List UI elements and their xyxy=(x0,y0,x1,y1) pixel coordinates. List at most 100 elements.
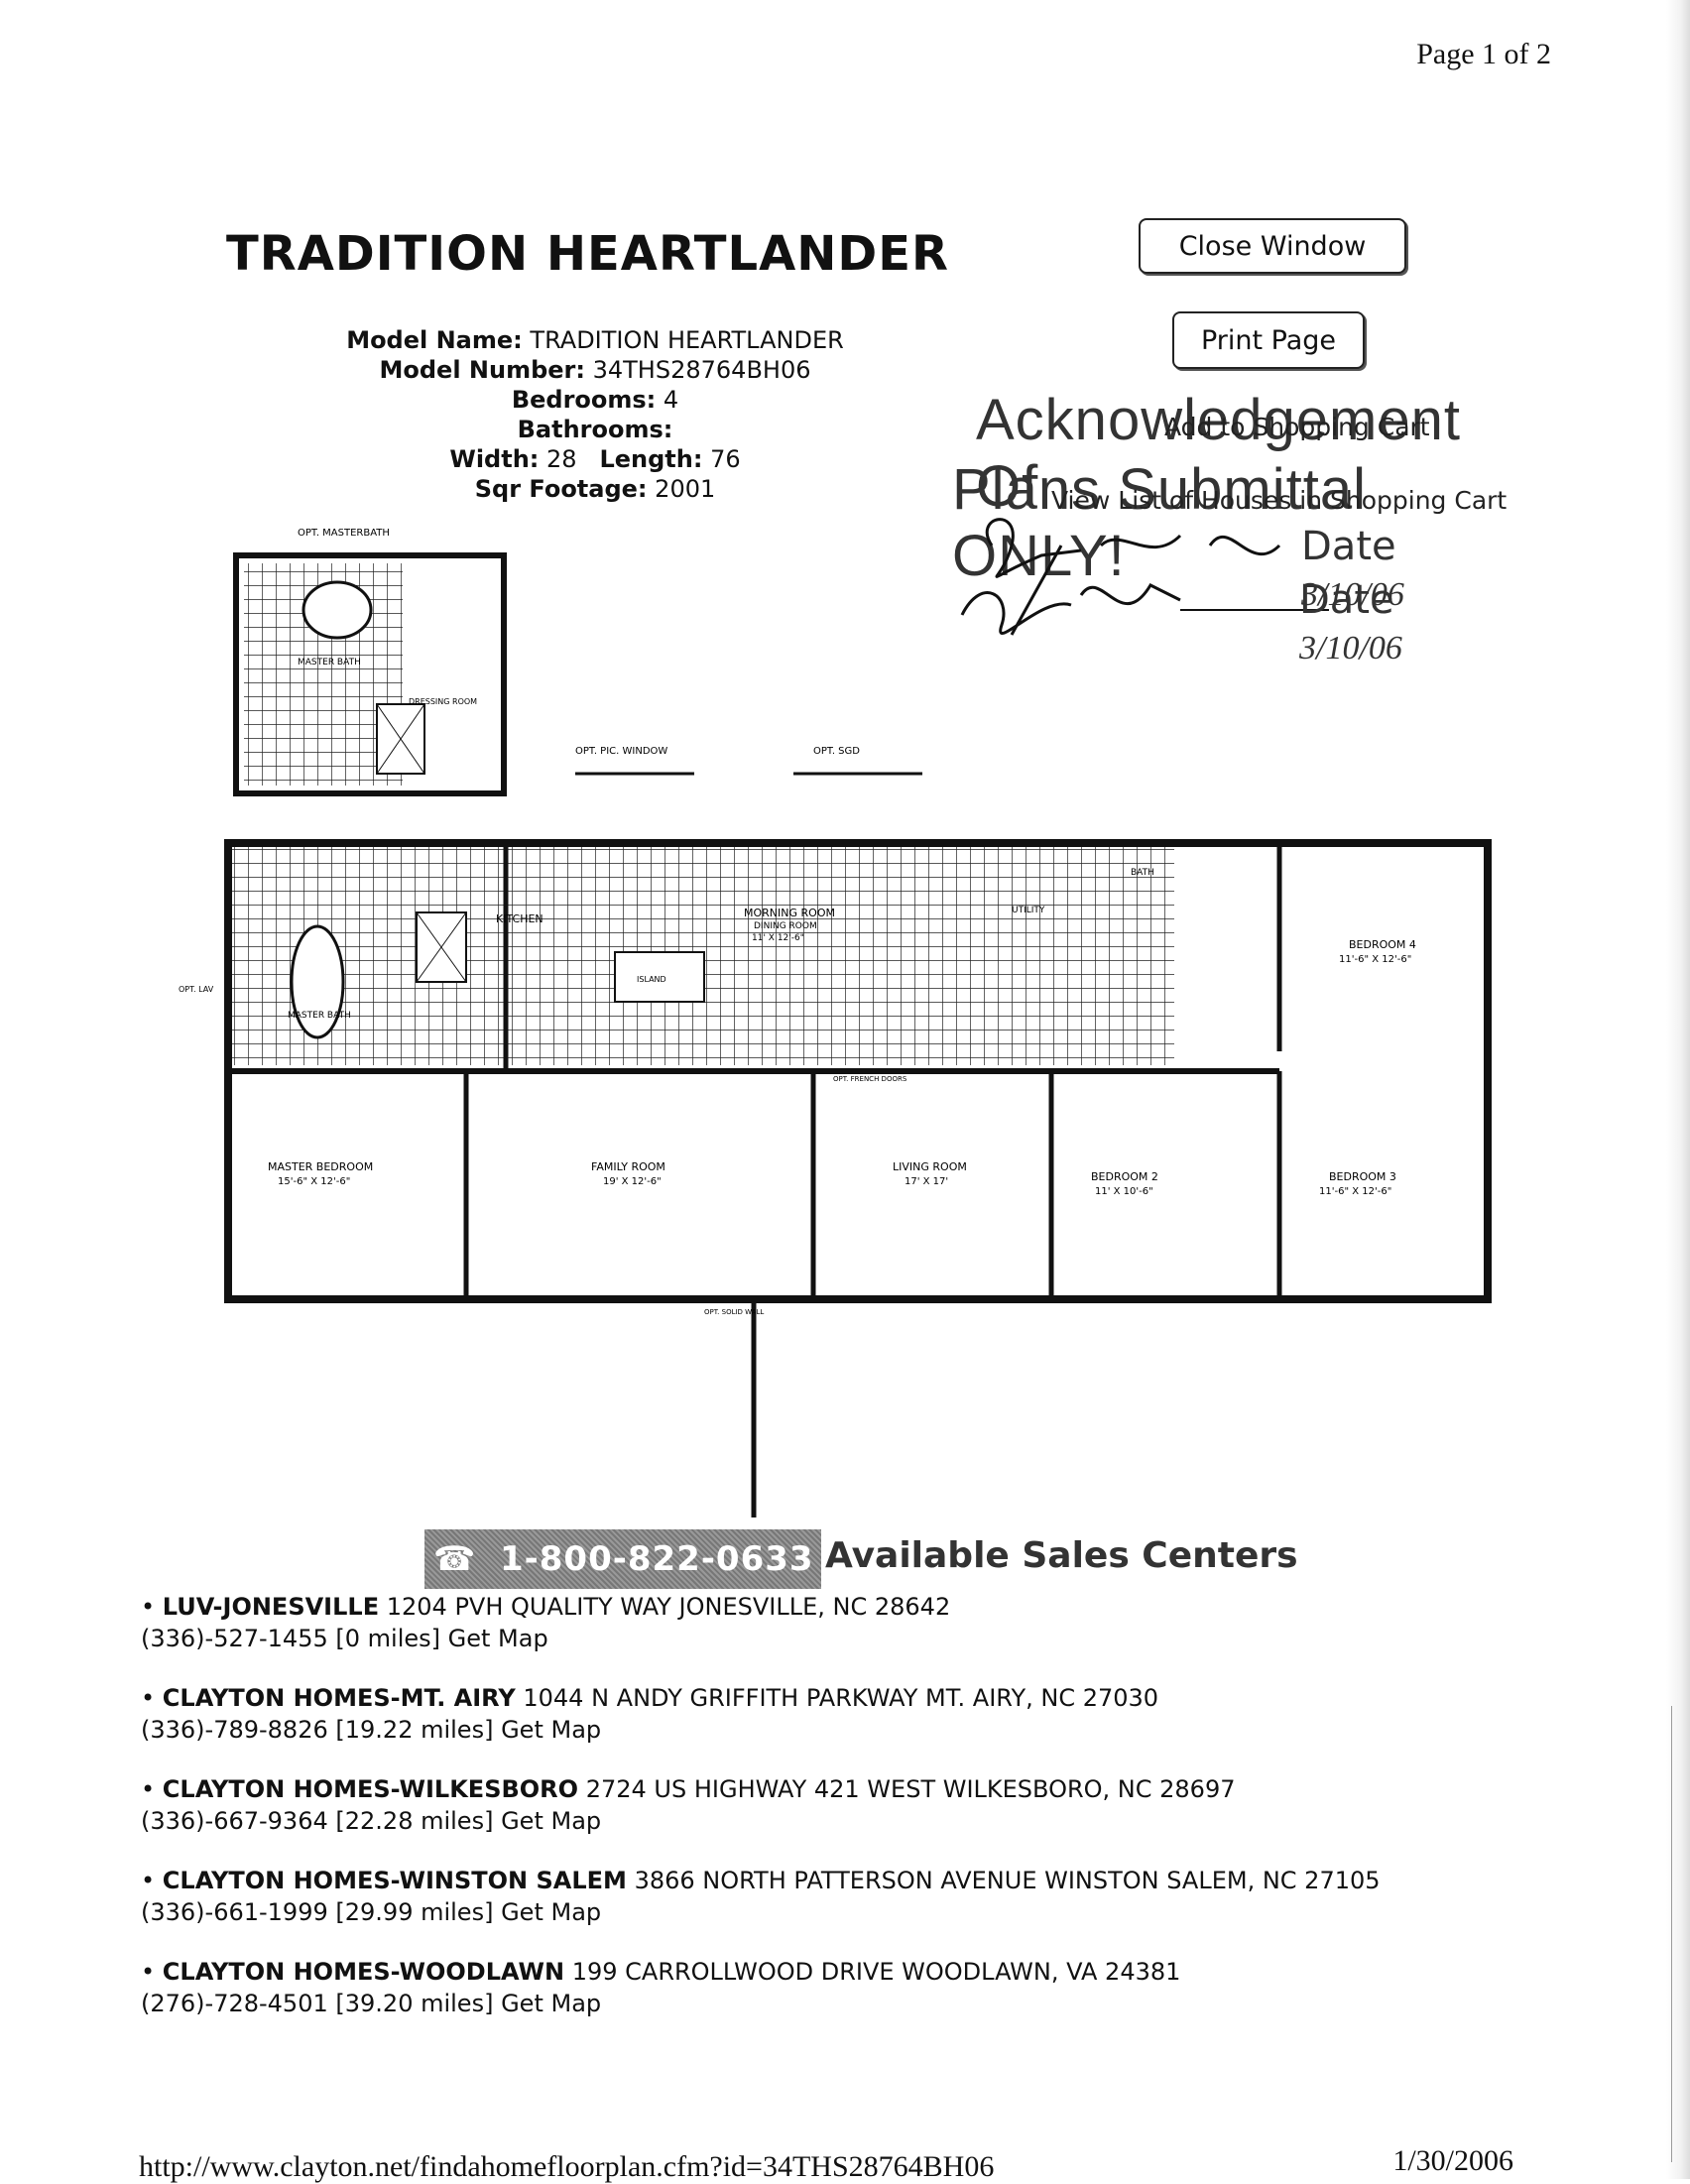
stamp-line-1: Acknowledgement Of xyxy=(976,388,1461,519)
sales-center-4: • CLAYTON HOMES-WINSTON SALEM 3866 NORTH… xyxy=(141,1865,1381,1928)
center-phone: (336)-527-1455 xyxy=(141,1625,328,1652)
bedroom4-dim: 11'-6" X 12'-6" xyxy=(1339,954,1411,965)
get-map-link[interactable]: Get Map xyxy=(501,1898,602,1926)
length-label: Length: xyxy=(599,445,703,473)
length-value: 76 xyxy=(710,445,741,473)
model-number-row: Model Number: 34THS28764BH06 xyxy=(298,355,893,385)
bullet: • xyxy=(141,1867,163,1894)
center-phone: (276)-728-4501 xyxy=(141,1990,328,2017)
model-number-value: 34THS28764BH06 xyxy=(592,356,811,384)
sales-center-1: • LUV-JONESVILLE 1204 PVH QUALITY WAY JO… xyxy=(141,1591,950,1654)
stamp-date-label-1: Date 3/10/06 xyxy=(1301,524,1508,615)
center-name: CLAYTON HOMES-WOODLAWN xyxy=(162,1958,565,1986)
date-label-text: Date xyxy=(1301,524,1396,569)
sales-phone: 1-800-822-0633 xyxy=(500,1539,814,1579)
bullet: • xyxy=(141,1684,163,1712)
dimensions-row: Width: 28 Length: 76 xyxy=(298,444,893,474)
dining-room-label: DINING ROOM xyxy=(754,921,817,931)
opt-lav-label: OPT. LAV xyxy=(179,985,214,994)
sales-center-2: • CLAYTON HOMES-MT. AIRY 1044 N ANDY GRI… xyxy=(141,1682,1158,1746)
get-map-link[interactable]: Get Map xyxy=(501,1716,602,1744)
date-label-text: Date xyxy=(1299,577,1394,623)
bedrooms-value: 4 xyxy=(663,386,679,414)
opt-french-doors-label: OPT. FRENCH DOORS xyxy=(833,1075,907,1083)
sqft-row: Sqr Footage: 2001 xyxy=(298,474,893,504)
center-address: 2724 US HIGHWAY 421 WEST WILKESBORO, NC … xyxy=(585,1775,1236,1803)
bullet: • xyxy=(141,1958,163,1986)
center-distance: [19.22 miles] xyxy=(335,1716,494,1744)
dressing-room-label: DRESSING ROOM xyxy=(409,697,477,706)
scan-line xyxy=(1671,1706,1672,2162)
center-name: CLAYTON HOMES-MT. AIRY xyxy=(162,1684,516,1712)
center-name: CLAYTON HOMES-WILKESBORO xyxy=(162,1775,579,1803)
model-name-value: TRADITION HEARTLANDER xyxy=(530,326,844,354)
family-room-label: FAMILY ROOM xyxy=(591,1160,665,1173)
bullet: • xyxy=(141,1775,163,1803)
center-address: 3866 NORTH PATTERSON AVENUE WINSTON SALE… xyxy=(634,1867,1381,1894)
close-window-button[interactable]: Close Window xyxy=(1139,218,1406,274)
signature-mark xyxy=(960,518,1329,636)
phone-banner: ☎ 1-800-822-0633 xyxy=(424,1529,821,1589)
center-phone: (336)-789-8826 xyxy=(141,1716,328,1744)
bedrooms-row: Bedrooms: 4 xyxy=(298,385,893,415)
acknowledgement-stamp: Acknowledgement Of Add to Shopping Cart … xyxy=(952,387,1508,667)
center-phone: (336)-661-1999 xyxy=(141,1898,328,1926)
bedroom3-label: BEDROOM 3 xyxy=(1329,1170,1396,1183)
island-label: ISLAND xyxy=(637,975,666,984)
bath-label: BATH xyxy=(1131,868,1154,878)
stamp-date-1: 3/10/06 xyxy=(1301,576,1404,613)
get-map-link[interactable]: Get Map xyxy=(501,1807,602,1835)
masterbath-inset xyxy=(233,552,507,796)
model-specs: Model Name: TRADITION HEARTLANDER Model … xyxy=(298,325,893,504)
width-label: Width: xyxy=(449,445,540,473)
model-name-row: Model Name: TRADITION HEARTLANDER xyxy=(298,325,893,355)
telephone-icon: ☎ xyxy=(432,1539,476,1579)
model-number-label: Model Number: xyxy=(379,356,585,384)
get-map-link[interactable]: Get Map xyxy=(447,1625,548,1652)
master-bedroom-dim: 15'-6" X 12'-6" xyxy=(278,1176,350,1187)
sqft-value: 2001 xyxy=(655,475,716,503)
center-name: CLAYTON HOMES-WINSTON SALEM xyxy=(162,1867,627,1894)
bedroom2-dim: 11' X 10'-6" xyxy=(1095,1186,1153,1197)
floor-plan: OPT. MASTERBATH MASTER BATH DRESSING ROO… xyxy=(179,528,1492,1517)
center-distance: [0 miles] xyxy=(335,1625,440,1652)
kitchen-label: KITCHEN xyxy=(496,912,543,925)
bullet: • xyxy=(141,1593,163,1621)
tub-icon xyxy=(302,580,373,640)
master-bath-label: MASTER BATH xyxy=(288,1011,351,1021)
footer-date: 1/30/2006 xyxy=(1392,2144,1513,2177)
living-room-label: LIVING ROOM xyxy=(893,1160,967,1173)
sales-centers-heading: Available Sales Centers xyxy=(825,1535,1298,1576)
morning-room-label: MORNING ROOM xyxy=(744,907,835,919)
scan-edge xyxy=(1666,0,1690,2179)
center-distance: [39.20 miles] xyxy=(335,1990,494,2017)
get-map-link[interactable]: Get Map xyxy=(501,1990,602,2017)
room-labels: KITCHEN ISLAND MORNING ROOM DINING ROOM … xyxy=(179,868,1416,1316)
family-room-dim: 19' X 12'-6" xyxy=(603,1176,662,1187)
center-address: 199 CARROLLWOOD DRIVE WOODLAWN, VA 24381 xyxy=(571,1958,1181,1986)
model-name-label: Model Name: xyxy=(346,326,523,354)
bedroom2-label: BEDROOM 2 xyxy=(1091,1170,1158,1183)
footer-url: http://www.clayton.net/findahomefloorpla… xyxy=(139,2150,995,2183)
opt-pic-window-label: OPT. PIC. WINDOW xyxy=(575,746,667,757)
living-room-dim: 17' X 17' xyxy=(905,1176,948,1187)
opt-sgd-label: OPT. SGD xyxy=(813,746,860,757)
inset-master-bath-label: MASTER BATH xyxy=(298,658,361,667)
print-page-button[interactable]: Print Page xyxy=(1172,311,1365,369)
width-value: 28 xyxy=(546,445,577,473)
center-distance: [22.28 miles] xyxy=(335,1807,494,1835)
utility-label: UTILITY xyxy=(1012,906,1045,915)
stamp-date-2: 3/10/06 xyxy=(1299,630,1402,667)
stamp-date-label-2: Date 3/10/06 xyxy=(1299,577,1508,668)
bathrooms-label: Bathrooms: xyxy=(517,416,673,443)
dining-room-dim: 11' X 12'-6" xyxy=(752,933,804,943)
island-shape xyxy=(614,951,705,1003)
bathrooms-row: Bathrooms: xyxy=(298,415,893,444)
garden-tub-icon xyxy=(290,924,345,1039)
add-to-cart-link[interactable]: Add to Shopping Cart xyxy=(1164,413,1430,441)
bedroom3-dim: 11'-6" X 12'-6" xyxy=(1319,1186,1391,1197)
center-address: 1204 PVH QUALITY WAY JONESVILLE, NC 2864… xyxy=(386,1593,951,1621)
view-cart-link[interactable]: View List of Houses in Shopping Cart xyxy=(1051,486,1508,515)
center-address: 1044 N ANDY GRIFFITH PARKWAY MT. AIRY, N… xyxy=(523,1684,1159,1712)
opt-solid-wall-label: OPT. SOLID WALL xyxy=(704,1308,764,1316)
